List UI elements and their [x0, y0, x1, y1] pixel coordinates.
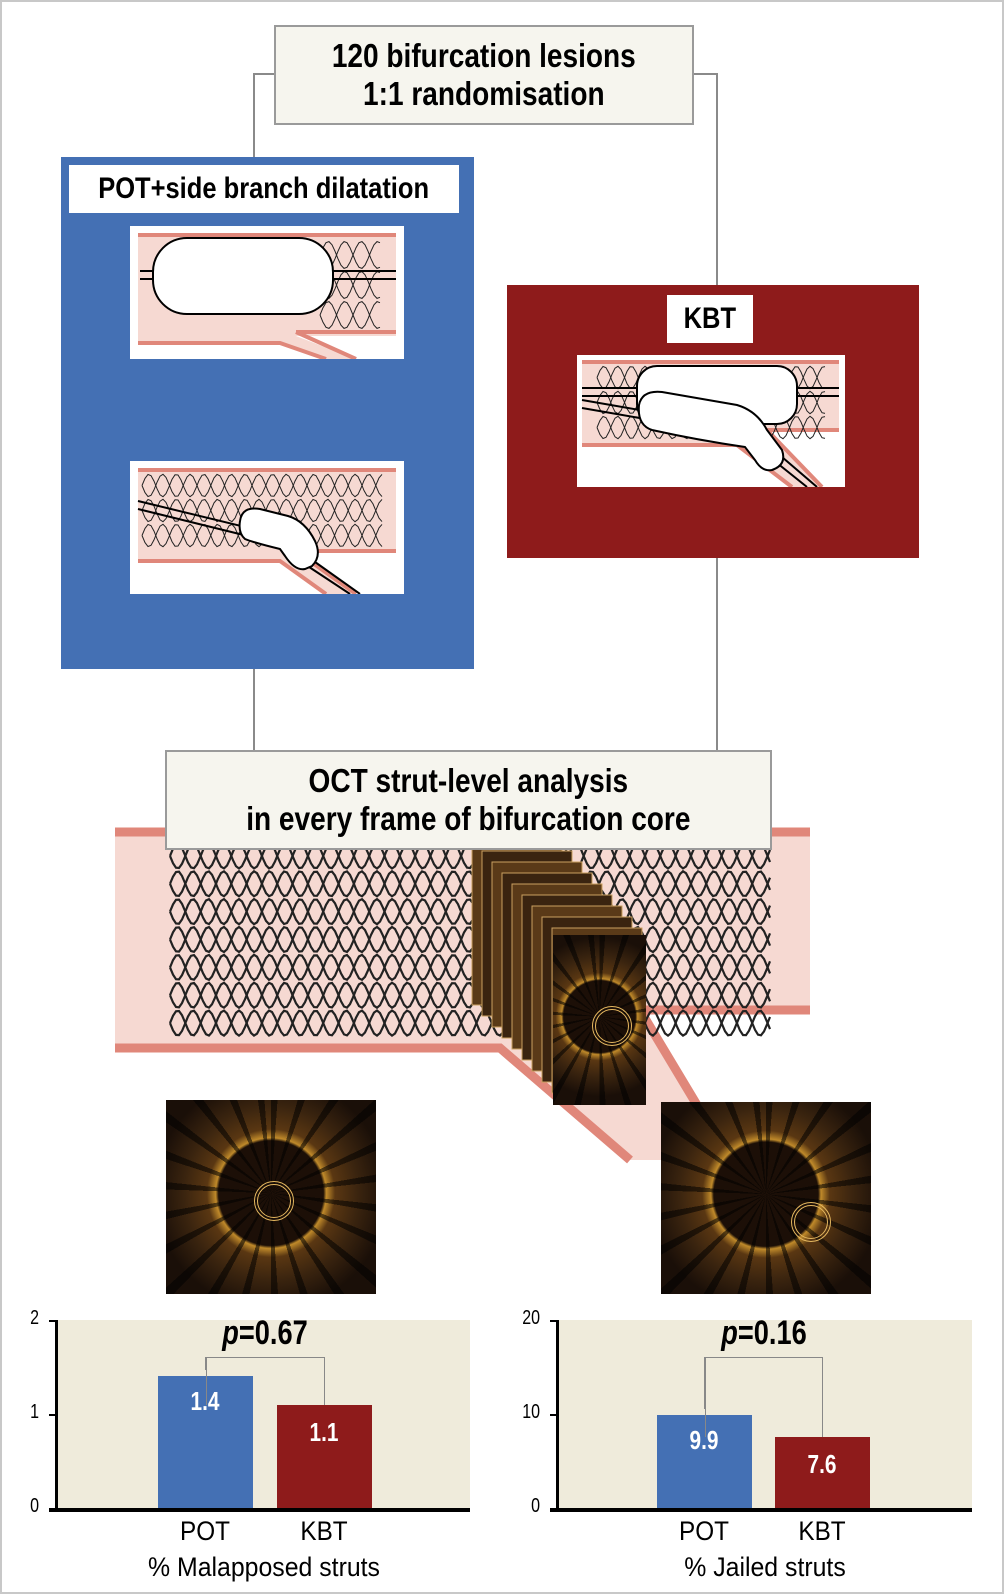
- connector-line: [253, 73, 274, 75]
- side-branch-balloon-illustration: [137, 468, 396, 596]
- x-category-label: POT: [679, 1516, 729, 1546]
- y-tick-label: 1: [30, 1401, 39, 1423]
- bracket-leg: [204, 1357, 207, 1371]
- analysis-title: OCT strut-level analysis: [308, 762, 629, 799]
- kbt-arm-label: KBT: [667, 295, 753, 343]
- bar-value-label: 1.4: [190, 1386, 220, 1417]
- bar-kbt: [775, 1436, 870, 1508]
- oct-image-side-branch: [661, 1102, 871, 1294]
- y-tick: [550, 1320, 558, 1322]
- randomisation-ratio: 1:1 randomisation: [363, 75, 605, 112]
- p-symbol: p: [222, 1314, 239, 1352]
- bar-value-label: 9.9: [689, 1424, 719, 1455]
- analysis-subtitle: in every frame of bifurcation core: [246, 800, 691, 837]
- y-tick: [49, 1414, 57, 1416]
- kbt-arm-panel: KBT: [507, 285, 919, 558]
- balloon-main-branch-illustration: [138, 233, 396, 361]
- bar-kbt: [277, 1404, 372, 1508]
- bracket-leg: [703, 1357, 706, 1409]
- x-axis: [550, 1508, 972, 1512]
- x-axis: [49, 1508, 470, 1512]
- bar-value-label: 7.6: [807, 1448, 837, 1479]
- y-tick-label: 10: [522, 1401, 540, 1423]
- kbt-illustration: [577, 355, 845, 489]
- y-tick: [49, 1508, 57, 1510]
- p-value: =0.67: [238, 1314, 308, 1352]
- significance-bracket: [205, 1357, 325, 1405]
- y-tick-label: 0: [531, 1495, 540, 1517]
- p-symbol: p: [720, 1314, 738, 1352]
- kissing-balloon-illustration: [581, 360, 839, 489]
- significance-bracket: [704, 1357, 823, 1437]
- p-value: =0.16: [737, 1314, 807, 1352]
- y-tick-label: 20: [522, 1307, 540, 1329]
- randomisation-count: 120 bifurcation lesions: [332, 37, 636, 74]
- pot-arm-label: POT+side branch dilatation: [69, 165, 459, 213]
- connector-line: [694, 73, 718, 75]
- plot-area: [57, 1320, 470, 1508]
- x-category-label: KBT: [798, 1516, 846, 1546]
- oct-frame-front: [553, 935, 646, 1105]
- y-tick-label: 2: [30, 1307, 39, 1329]
- pot-step1-illustration: [130, 226, 404, 361]
- connector-line: [253, 73, 255, 157]
- x-axis-title: % Jailed struts: [684, 1552, 846, 1582]
- x-category-label: POT: [180, 1516, 230, 1546]
- p-value-label: p=0.16: [684, 1314, 844, 1353]
- p-value-label: p=0.67: [185, 1314, 345, 1353]
- x-category-label: KBT: [300, 1516, 348, 1546]
- pot-arm-panel: POT+side branch dilatation: [61, 157, 474, 669]
- y-tick: [49, 1320, 57, 1322]
- bar-value-label: 1.1: [309, 1416, 339, 1447]
- y-tick: [550, 1414, 558, 1416]
- pot-step2-illustration: [130, 461, 404, 596]
- y-tick: [550, 1508, 558, 1510]
- connector-line: [716, 558, 718, 750]
- connector-line: [716, 73, 718, 285]
- plot-area: [558, 1320, 972, 1508]
- oct-image-main-branch: [166, 1100, 376, 1294]
- x-axis-title: % Malapposed struts: [147, 1552, 380, 1582]
- connector-line: [253, 669, 255, 750]
- y-tick-label: 0: [30, 1495, 39, 1517]
